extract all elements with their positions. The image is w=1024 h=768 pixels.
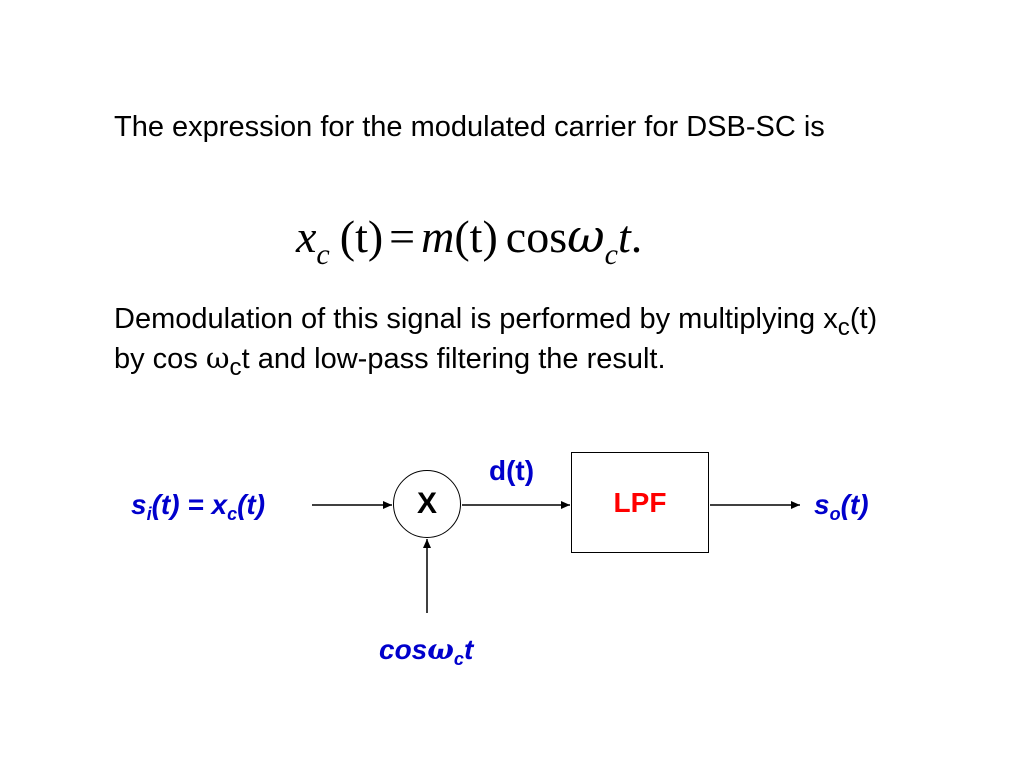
demod-sub-2: c bbox=[229, 353, 242, 381]
demod-text-1: Demodulation of this signal is performed… bbox=[114, 303, 838, 335]
carrier-t: t bbox=[463, 634, 474, 665]
output-end: (t) bbox=[840, 489, 869, 520]
carrier-sub: c bbox=[453, 649, 464, 669]
demodulation-paragraph: Demodulation of this signal is performed… bbox=[114, 300, 904, 379]
intermediate-signal-label: d(t) bbox=[489, 455, 535, 486]
intro-paragraph: The expression for the modulated carrier… bbox=[114, 111, 825, 143]
demod-omega: ω bbox=[205, 341, 230, 375]
eq-cos: cos bbox=[505, 211, 568, 262]
eq-x-subscript: c bbox=[316, 238, 330, 271]
output-s-sub: o bbox=[829, 504, 841, 524]
eq-period: . bbox=[630, 211, 643, 262]
demod-text-3: t and low-pass filtering the result. bbox=[241, 343, 666, 375]
lpf-block: LPF bbox=[571, 452, 709, 553]
demod-text-2: (t) by cos bbox=[114, 303, 878, 375]
input-s: s bbox=[131, 489, 147, 520]
eq-x-arg: (t) bbox=[339, 211, 384, 262]
eq-m-arg: (t) bbox=[454, 211, 498, 262]
eq-equals: = bbox=[389, 211, 416, 262]
multiplier-node: X bbox=[393, 470, 461, 538]
eq-x: x bbox=[296, 211, 317, 262]
input-s-sub: i bbox=[146, 504, 152, 524]
carrier-label: cosωct bbox=[379, 633, 474, 669]
eq-m: m bbox=[421, 211, 455, 262]
input-signal-label: si(t) = xc(t) bbox=[131, 489, 266, 524]
output-s: s bbox=[814, 489, 830, 520]
input-end: (t) bbox=[237, 489, 266, 520]
carrier-cos: cos bbox=[379, 634, 428, 665]
eq-t: t bbox=[617, 211, 631, 262]
input-mid: (t) = x bbox=[151, 489, 228, 520]
lpf-label: LPF bbox=[613, 486, 667, 518]
multiplier-label: X bbox=[416, 487, 437, 520]
eq-omega-subscript: c bbox=[604, 238, 618, 271]
demod-sub-1: c bbox=[837, 313, 850, 341]
output-signal-label: so(t) bbox=[814, 489, 869, 524]
carrier-omega: ω bbox=[427, 633, 454, 666]
dsb-sc-equation: xc(t)=m(t)cosωct. bbox=[296, 206, 643, 270]
eq-omega: ω bbox=[567, 209, 605, 263]
input-x-sub: c bbox=[227, 504, 238, 524]
